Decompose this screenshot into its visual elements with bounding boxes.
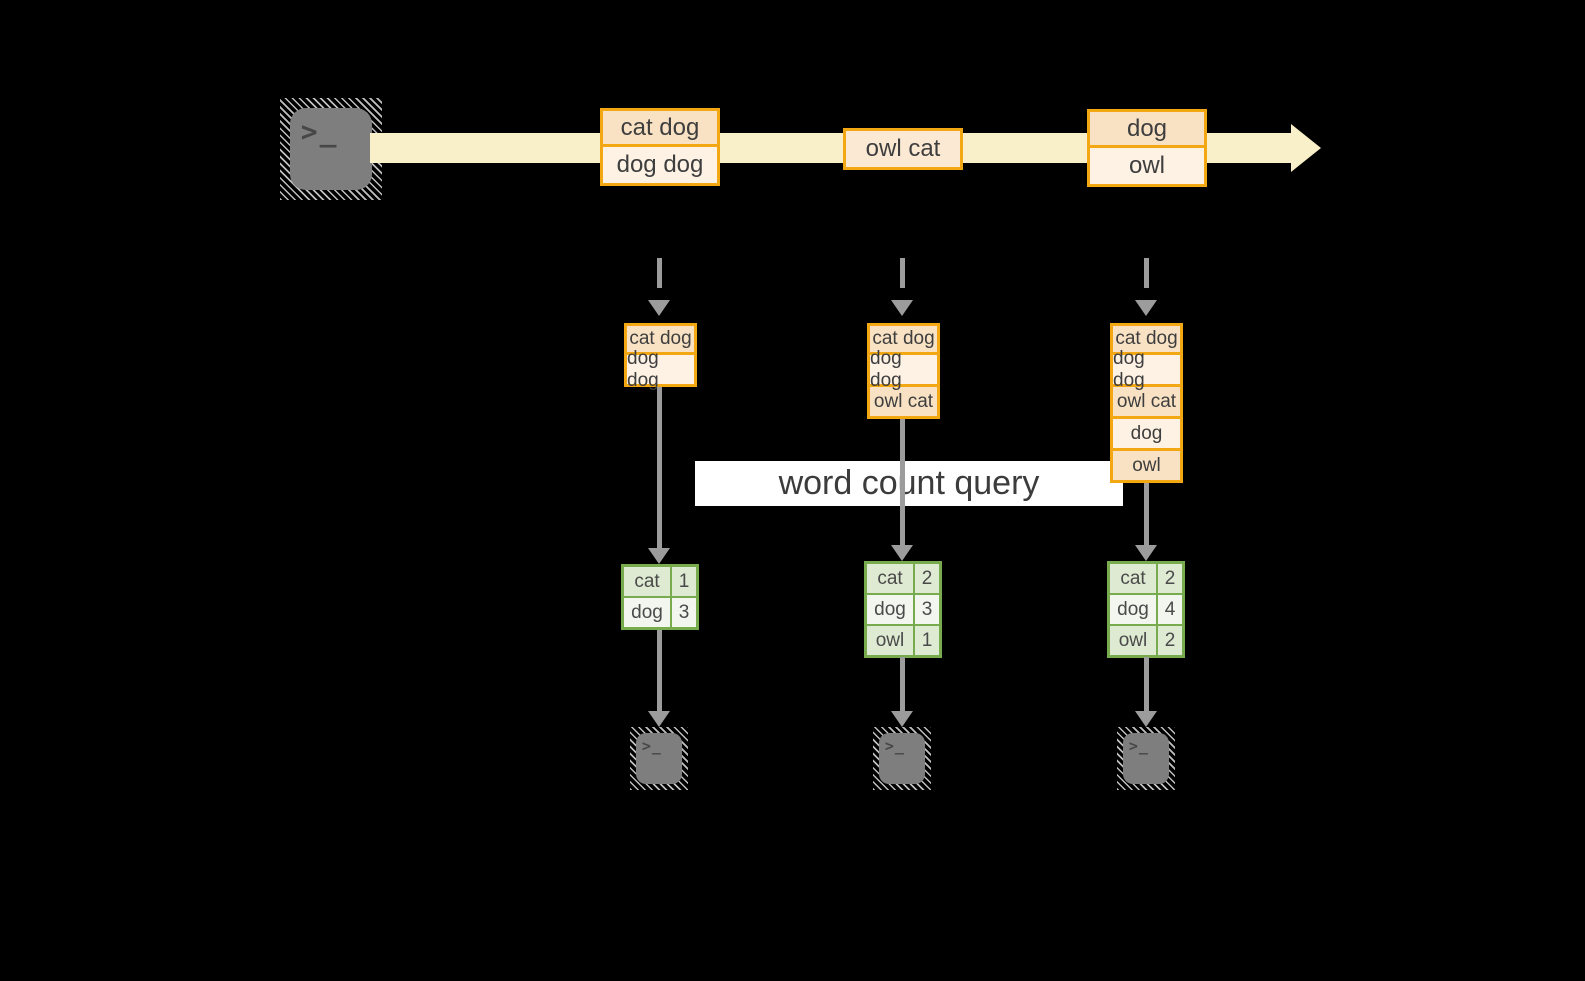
- stream-batch-2: owl cat: [843, 128, 963, 170]
- stack-row: cat dog: [624, 323, 697, 355]
- stream-record: dog dog: [600, 147, 720, 186]
- down-arrowhead-icon: [1135, 545, 1157, 561]
- table-cell-count: 2: [915, 564, 939, 593]
- stream-batch-1: cat dog dog dog: [600, 108, 720, 186]
- terminal-source-icon: >_: [280, 98, 382, 200]
- stack-row: dog dog: [1110, 348, 1183, 391]
- state-stack-1: cat dog dog dog: [624, 323, 697, 391]
- state-stack-2: cat dog dog dog owl cat: [867, 323, 940, 419]
- stream-record: cat dog: [600, 108, 720, 147]
- sink-arrow-line: [1144, 657, 1149, 712]
- stack-row: dog: [1110, 419, 1183, 451]
- query-arrow-line: [1144, 483, 1149, 546]
- down-arrowhead-icon: [891, 711, 913, 727]
- terminal-prompt-glyph: >_: [884, 737, 905, 756]
- table-cell-count: 2: [1158, 564, 1182, 593]
- stack-row: owl cat: [1110, 387, 1183, 419]
- count-table-3: cat 2 dog 4 owl 2: [1107, 561, 1185, 658]
- table-cell-word: owl: [1110, 626, 1156, 655]
- word-count-query-label: word count query: [695, 461, 1123, 506]
- terminal-prompt-glyph: >_: [641, 737, 662, 756]
- table-cell-count: 4: [1158, 595, 1182, 624]
- terminal-body: >_: [635, 733, 683, 784]
- table-cell-count: 3: [915, 595, 939, 624]
- terminal-sink-icon: >_: [873, 727, 931, 790]
- down-arrowhead-icon: [648, 300, 670, 316]
- stream-record: owl: [1087, 148, 1207, 187]
- terminal-sink-icon: >_: [630, 727, 688, 790]
- count-table-1: cat 1 dog 3: [621, 564, 699, 630]
- stack-row: cat dog: [867, 323, 940, 355]
- dashed-arrow-line: [657, 258, 662, 288]
- table-cell-word: cat: [1110, 564, 1156, 593]
- query-arrow-line: [900, 419, 905, 546]
- stack-row: dog dog: [624, 348, 697, 391]
- terminal-body: >_: [290, 108, 372, 190]
- stream-record: dog: [1087, 109, 1207, 148]
- dashed-arrow-line: [900, 258, 905, 288]
- terminal-prompt-glyph: >_: [300, 114, 339, 148]
- table-cell-count: 2: [1158, 626, 1182, 655]
- stack-row: dog dog: [867, 348, 940, 391]
- down-arrowhead-icon: [648, 711, 670, 727]
- stream-record: owl cat: [843, 128, 963, 170]
- sink-arrow-line: [900, 657, 905, 712]
- table-cell-word: dog: [624, 598, 670, 627]
- down-arrowhead-icon: [648, 548, 670, 564]
- table-cell-count: 1: [915, 626, 939, 655]
- terminal-sink-icon: >_: [1117, 727, 1175, 790]
- stack-row: owl cat: [867, 387, 940, 419]
- down-arrowhead-icon: [891, 545, 913, 561]
- stack-row: owl: [1110, 451, 1183, 483]
- table-cell-word: cat: [624, 567, 670, 596]
- table-cell-word: dog: [867, 595, 913, 624]
- table-cell-count: 3: [672, 598, 696, 627]
- state-stack-3: cat dog dog dog owl cat dog owl: [1110, 323, 1183, 483]
- dashed-arrow-line: [1144, 258, 1149, 288]
- stream-arrowhead-icon: [1291, 124, 1321, 172]
- down-arrowhead-icon: [891, 300, 913, 316]
- table-cell-word: owl: [867, 626, 913, 655]
- stream-batch-3: dog owl: [1087, 109, 1207, 187]
- query-label-text: word count query: [778, 464, 1040, 502]
- terminal-prompt-glyph: >_: [1128, 737, 1149, 756]
- stack-row: cat dog: [1110, 323, 1183, 355]
- terminal-body: >_: [1122, 733, 1170, 784]
- query-arrow-line: [657, 387, 662, 549]
- down-arrowhead-icon: [1135, 300, 1157, 316]
- count-table-2: cat 2 dog 3 owl 1: [864, 561, 942, 658]
- table-cell-word: cat: [867, 564, 913, 593]
- down-arrowhead-icon: [1135, 711, 1157, 727]
- sink-arrow-line: [657, 630, 662, 712]
- table-cell-word: dog: [1110, 595, 1156, 624]
- terminal-body: >_: [878, 733, 926, 784]
- table-cell-count: 1: [672, 567, 696, 596]
